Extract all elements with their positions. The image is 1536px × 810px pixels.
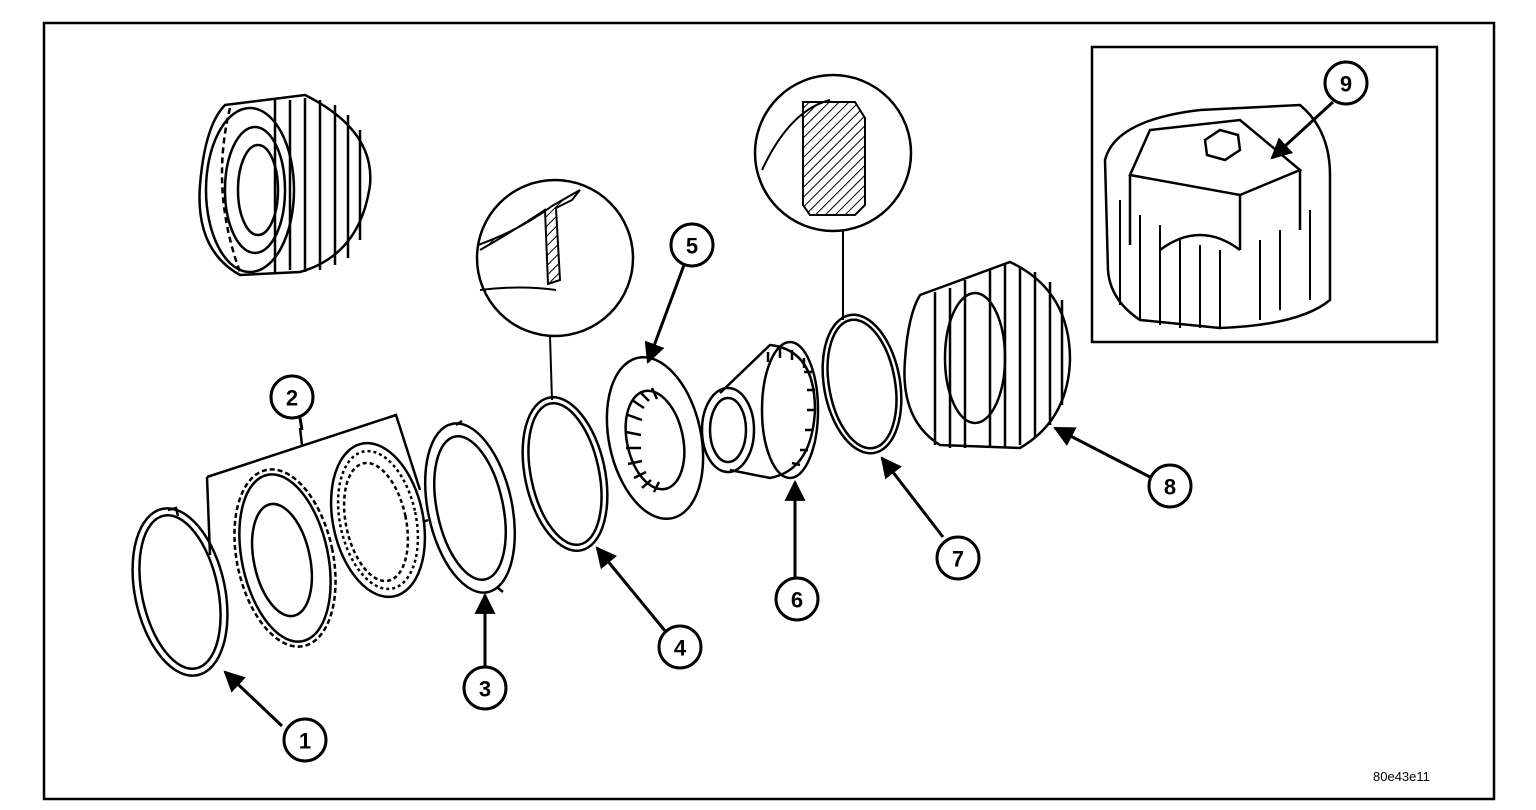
- leader-9: [1270, 100, 1335, 160]
- part-4-snap-ring: [521, 396, 609, 552]
- callout-9: 9: [1323, 60, 1369, 106]
- callout-2: 2: [269, 374, 315, 420]
- callout-1-label: 1: [299, 729, 311, 754]
- part-6-piston-hub: [700, 340, 820, 480]
- part-2-bracket: [205, 413, 422, 556]
- callout-2-label: 2: [286, 386, 298, 411]
- part-7-seal-ring: [821, 313, 903, 455]
- callout-6-label: 6: [791, 588, 803, 613]
- leader-lines: [223, 100, 1335, 728]
- leader-5: [644, 264, 686, 364]
- callout-9-label: 9: [1340, 72, 1352, 97]
- leader-1: [223, 670, 284, 728]
- callout-8-label: 8: [1164, 475, 1176, 500]
- callout-1: 1: [282, 717, 328, 763]
- clutch-hub-drum-top: [198, 93, 372, 277]
- leader-8: [1053, 426, 1151, 479]
- callout-8: 8: [1147, 463, 1193, 509]
- callout-4-label: 4: [674, 636, 687, 661]
- callout-5: 5: [669, 222, 715, 268]
- diagram-border: [42, 21, 1496, 801]
- part-2-friction-disc: [329, 441, 427, 599]
- callout-7: 7: [935, 535, 981, 581]
- callout-3-label: 3: [479, 677, 491, 702]
- callout-5-label: 5: [686, 234, 698, 259]
- callout-7-label: 7: [952, 547, 964, 572]
- inset-part-9: [1090, 45, 1439, 344]
- figure-id: 80e43e11: [1373, 769, 1430, 784]
- leader-7: [880, 456, 945, 538]
- leader-2: [298, 417, 304, 431]
- part-1-snap-ring: [131, 506, 229, 677]
- callout-3: 3: [462, 665, 508, 711]
- part-5-belleville-spring: [605, 355, 705, 521]
- part-2-steel-plate: [233, 468, 337, 648]
- part-3-reaction-plate: [422, 419, 517, 594]
- part-8-clutch-hub: [903, 260, 1072, 450]
- leader-4: [595, 546, 668, 633]
- detail-magnifier-part-4: [475, 178, 635, 401]
- callout-6: 6: [774, 576, 820, 622]
- callout-4: 4: [657, 624, 703, 670]
- detail-magnifier-part-7: [753, 73, 913, 320]
